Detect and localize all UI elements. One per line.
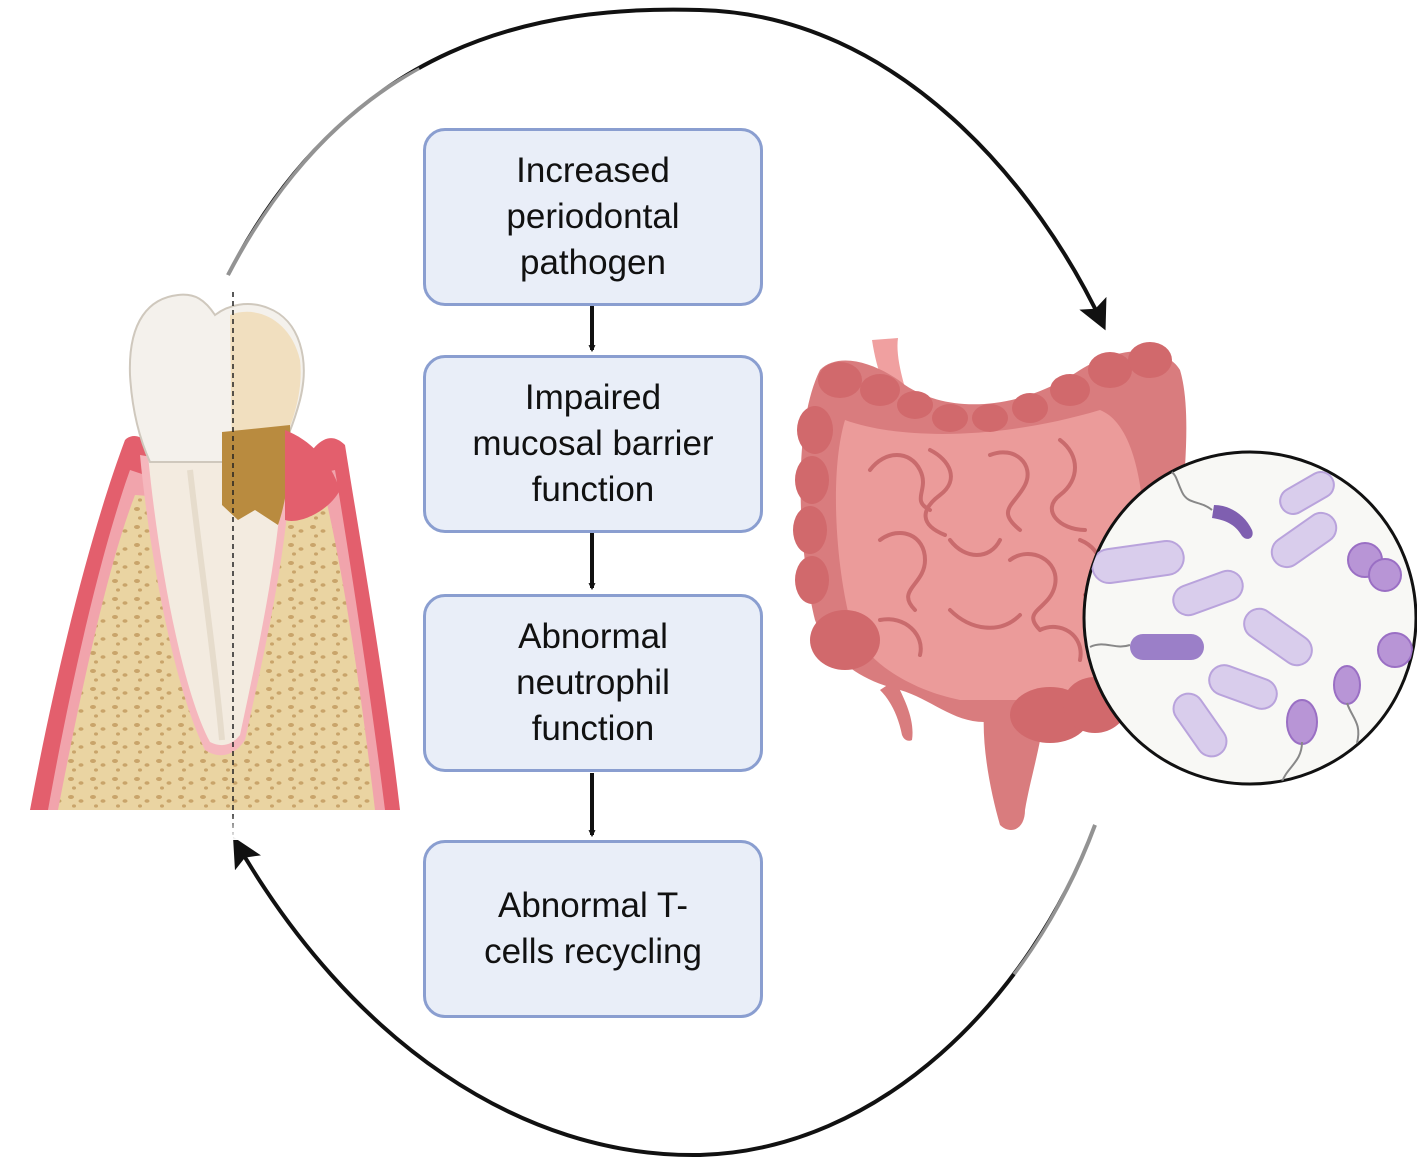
- flow-box-label: Abnormal T- cells recycling: [484, 886, 702, 971]
- microbiome-icon: [1082, 450, 1417, 786]
- flow-box-impaired-mucosal-barrier: Impaired mucosal barrier function: [423, 355, 763, 533]
- cycle-arrow-top: [225, 7, 1107, 331]
- flow-box-increased-pathogen: Increased periodontal pathogen: [423, 128, 763, 306]
- flow-box-label: Impaired mucosal barrier function: [472, 378, 714, 509]
- flow-box-label: Abnormal neutrophil function: [516, 617, 670, 748]
- flow-box-abnormal-neutrophil: Abnormal neutrophil function: [423, 594, 763, 772]
- cycle-arrow-bottom: [233, 823, 1098, 1158]
- flow-box-label: Increased periodontal pathogen: [506, 151, 680, 282]
- flow-box-abnormal-t-cells: Abnormal T- cells recycling: [423, 840, 763, 1018]
- tooth-icon: [20, 292, 420, 840]
